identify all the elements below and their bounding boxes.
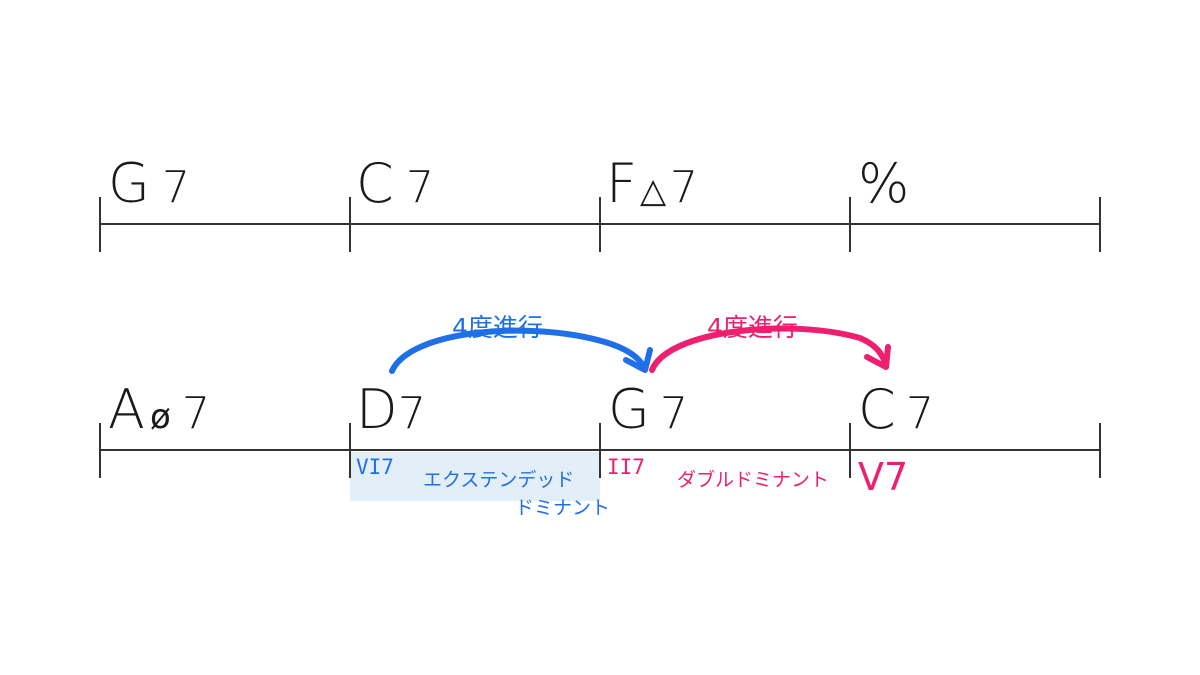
arrow-curve-pink bbox=[649, 325, 889, 373]
chord-am7b5-row2: A ø 7 bbox=[108, 378, 210, 441]
chord-quality: 7 bbox=[406, 162, 434, 213]
double-dominant-label: ダブルドミナント bbox=[677, 468, 829, 491]
arrowhead-blue-icon bbox=[623, 347, 653, 373]
analysis-c7: V7 bbox=[858, 455, 908, 499]
roman-numeral-v7: V7 bbox=[858, 455, 908, 499]
chord-quality: 7 bbox=[182, 388, 210, 439]
row2-staff bbox=[99, 423, 1101, 478]
analysis-d7: VI7 エクステンデッド ドミナント bbox=[356, 455, 610, 519]
repeat-bar-symbol: % bbox=[858, 152, 909, 215]
fourth-progression-arrow-pink: 4度進行 bbox=[649, 313, 891, 373]
arrow-label-blue: 4度進行 bbox=[452, 313, 543, 342]
major-triangle-symbol: △ bbox=[640, 171, 667, 211]
extended-dominant-label-line2: ドミナント bbox=[515, 497, 610, 519]
chord-root: C bbox=[356, 152, 394, 215]
chord-root: A bbox=[108, 378, 145, 441]
chord-c7-row2: C 7 bbox=[858, 378, 934, 441]
chord-quality: 7 bbox=[162, 162, 190, 213]
chord-g7-row2: G 7 bbox=[608, 378, 688, 441]
chord-root: F bbox=[606, 152, 637, 215]
arrow-curve-blue bbox=[389, 327, 647, 374]
chord-repeat-row1: % bbox=[858, 152, 909, 215]
chord-root: C bbox=[858, 378, 896, 441]
chord-d7-row2: D 7 bbox=[356, 378, 426, 441]
extended-dominant-label-line1: エクステンデッド bbox=[423, 469, 574, 491]
chord-root: G bbox=[608, 378, 650, 441]
row1-staff bbox=[99, 197, 1101, 252]
chord-quality: 7 bbox=[906, 388, 934, 439]
chord-root: D bbox=[356, 378, 398, 441]
chord-quality: 7 bbox=[398, 388, 426, 439]
chord-c7-row1: C 7 bbox=[356, 152, 434, 215]
chord-root: G bbox=[108, 152, 150, 215]
analysis-g7: II7 ダブルドミナント bbox=[607, 455, 829, 491]
roman-numeral-ii7: II7 bbox=[607, 455, 645, 479]
chord-quality: 7 bbox=[670, 162, 698, 213]
extended-dominant-highlight bbox=[350, 452, 600, 501]
arrow-label-pink: 4度進行 bbox=[707, 313, 798, 342]
chord-quality: 7 bbox=[660, 388, 688, 439]
arrowhead-pink-icon bbox=[864, 344, 891, 370]
fourth-progression-arrow-blue: 4度進行 bbox=[389, 313, 653, 374]
roman-numeral-vi7: VI7 bbox=[356, 455, 394, 479]
chord-fmaj7-row1: F △ 7 bbox=[606, 152, 698, 215]
half-diminished-symbol: ø bbox=[150, 397, 171, 437]
chord-g7-row1: G 7 bbox=[108, 152, 190, 215]
